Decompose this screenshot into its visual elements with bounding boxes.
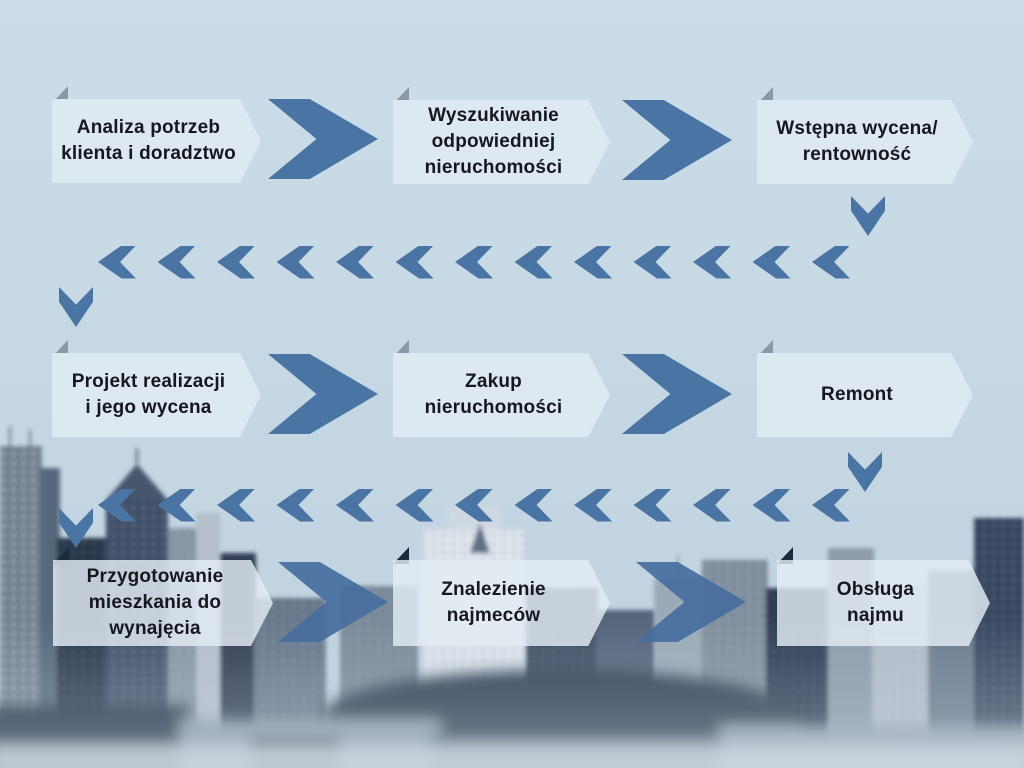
step-remont: Remont (757, 353, 973, 437)
step-zakup-nieruchomosci: Zakup nieruchomości (393, 353, 610, 437)
step-label-line: klienta i doradztwo (61, 143, 236, 164)
left-chevron-icon (514, 245, 553, 279)
step-label-line: Obsługa (836, 579, 915, 600)
down-chevron-icon (851, 196, 885, 236)
step-label-line: Zakup (465, 371, 522, 392)
step-label-line: i jego wycena (85, 397, 212, 418)
left-chevron-icon (633, 245, 672, 279)
left-chevron-icon (752, 245, 791, 279)
step-label-line: Wyszukiwanie (428, 105, 559, 126)
step-label-line: Znalezienie (441, 579, 546, 600)
left-chevron-icon (752, 488, 791, 522)
left-chevron-icon (633, 488, 672, 522)
step-label-line: Remont (821, 384, 893, 405)
left-chevron-icon (336, 245, 374, 279)
left-chevron-icon (514, 488, 553, 522)
step-przygotowanie-mieszkania: Przygotowanie mieszkania do wynajęcia (53, 560, 273, 646)
return-chevron-row (98, 488, 850, 522)
left-chevron-icon (157, 245, 196, 279)
step-label-line: mieszkania do (88, 592, 222, 613)
left-chevron-icon (455, 245, 493, 279)
step-obsluga-najmu: Obsługa najmu (777, 560, 990, 646)
left-chevron-icon (98, 245, 136, 279)
left-chevron-icon (98, 488, 136, 522)
return-chevron-row (98, 245, 850, 279)
left-chevron-icon (574, 488, 612, 522)
step-projekt-realizacji: Projekt realizacji i jego wycena (52, 353, 261, 437)
step-analiza-potrzeb: Analiza potrzeb klienta i doradztwo (52, 99, 261, 183)
left-chevron-icon (812, 488, 850, 522)
left-chevron-icon (217, 488, 255, 522)
step-wyszukiwanie-nieruchomosci: Wyszukiwanie odpowiedniej nieruchomości (393, 100, 610, 184)
step-label-line: najmeców (446, 605, 541, 626)
right-chevron-icon (268, 99, 378, 179)
step-label-line: nieruchomości (424, 397, 563, 418)
down-chevron-icon (59, 287, 93, 327)
left-chevron-icon (217, 245, 255, 279)
step-label-line: Przygotowanie (86, 566, 224, 587)
right-chevron-icon (622, 100, 732, 180)
step-label-line: rentowność (802, 144, 912, 165)
step-label-line: Analiza potrzeb (76, 117, 221, 138)
left-chevron-icon (276, 245, 315, 279)
step-label-line: nieruchomości (424, 157, 563, 178)
left-chevron-icon (276, 488, 315, 522)
left-chevron-icon (693, 245, 731, 279)
left-chevron-icon (395, 245, 434, 279)
left-chevron-icon (693, 488, 731, 522)
left-chevron-icon (395, 488, 434, 522)
step-znalezienie-najemcow: Znalezienie najmeców (393, 560, 610, 646)
step-label-line: Wstępna wycena/ (776, 118, 938, 139)
step-label-line: najmu (847, 605, 904, 626)
step-label-line: wynajęcia (109, 618, 201, 639)
left-chevron-icon (812, 245, 850, 279)
left-chevron-icon (336, 488, 374, 522)
left-chevron-icon (574, 245, 612, 279)
left-chevron-icon (157, 488, 196, 522)
left-chevron-icon (455, 488, 493, 522)
step-label-line: odpowiedniej (431, 131, 556, 152)
step-label-line: Projekt realizacji (71, 371, 226, 392)
step-wstepna-wycena: Wstępna wycena/ rentowność (757, 100, 973, 184)
